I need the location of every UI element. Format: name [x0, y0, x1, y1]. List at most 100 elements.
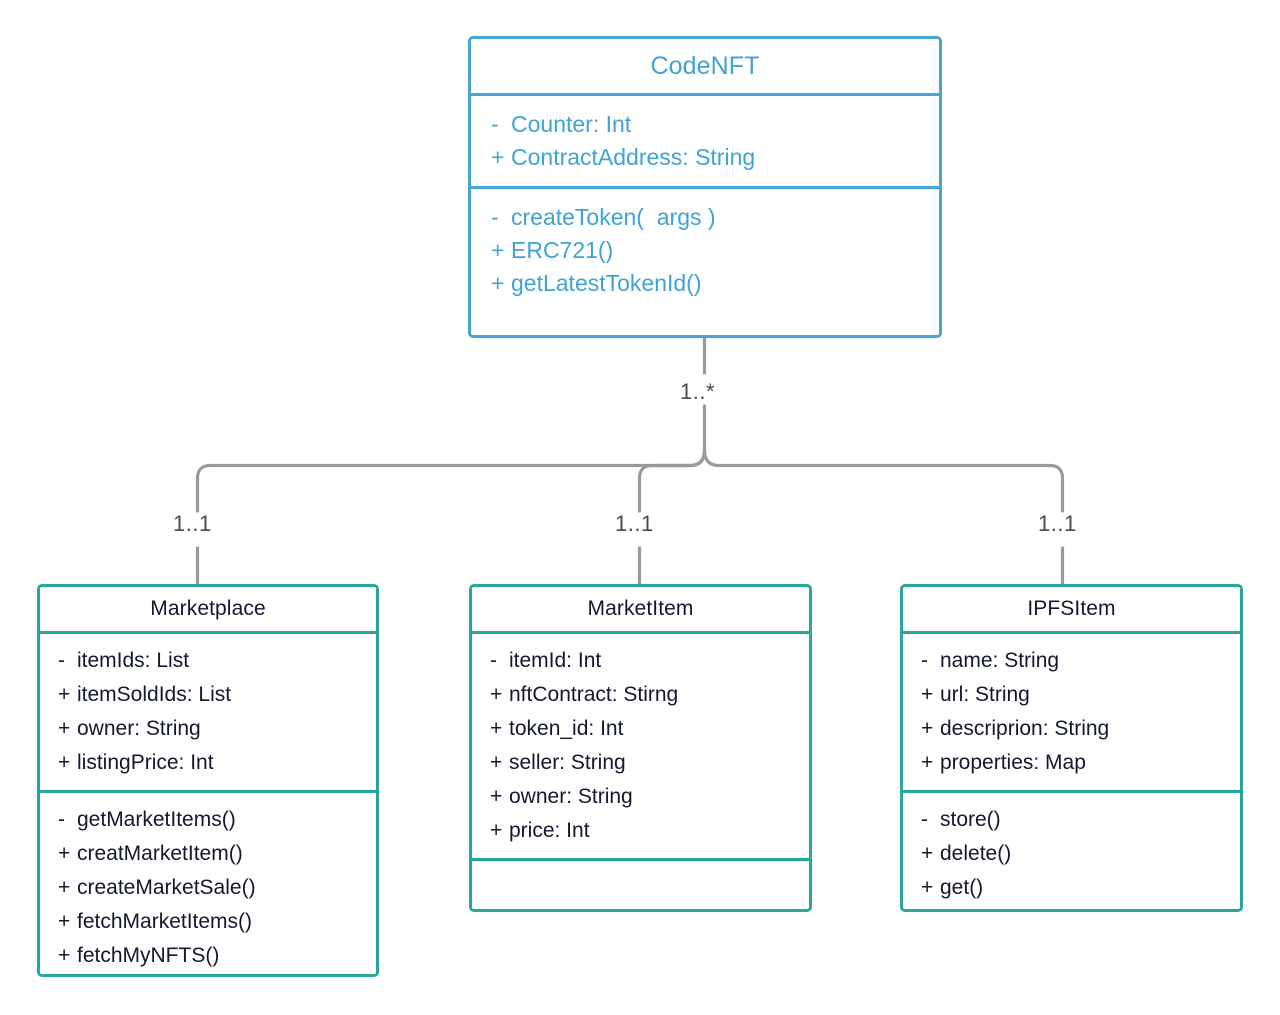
member-signature: delete(): [940, 842, 1012, 865]
class-member: + listingPrice: Int: [40, 746, 376, 780]
visibility-marker: +: [491, 270, 505, 296]
class-member: - store(): [903, 803, 1240, 837]
class-member: + descriprion: String: [903, 712, 1240, 746]
class-methods-ipfsitem: - store() + delete() + get(): [903, 793, 1240, 909]
class-member: + fetchMyNFTS(): [40, 939, 376, 973]
member-signature: nftContract: Stirng: [509, 683, 679, 706]
multiplicity-marketitem: 1..1: [615, 511, 654, 536]
member-signature: get(): [940, 876, 984, 899]
class-member: + properties: Map: [903, 746, 1240, 780]
visibility-marker: +: [58, 842, 71, 865]
visibility-marker: -: [491, 111, 499, 137]
class-methods-marketitem: [472, 861, 809, 909]
member-signature: properties: Map: [940, 751, 1086, 774]
visibility-marker: +: [921, 842, 934, 865]
member-signature: itemId: Int: [509, 649, 602, 672]
class-member: + seller: String: [472, 746, 809, 780]
member-signature: getMarketItems(): [77, 808, 236, 831]
class-member: - createToken( args ): [471, 201, 939, 234]
class-member: + fetchMarketItems(): [40, 905, 376, 939]
member-signature: token_id: Int: [509, 717, 624, 740]
member-signature: ERC721(): [511, 237, 614, 263]
member-signature: descriprion: String: [940, 717, 1110, 740]
class-member: + get(): [903, 871, 1240, 905]
visibility-marker: +: [491, 144, 505, 170]
class-attributes-ipfsitem: - name: String + url: String + descripri…: [903, 634, 1240, 793]
multiplicity-ipfsitem: 1..1: [1038, 511, 1077, 536]
visibility-marker: +: [490, 683, 503, 706]
member-signature: price: Int: [509, 819, 590, 842]
class-member: + ContractAddress: String: [471, 141, 939, 174]
class-member: - Counter: Int: [471, 108, 939, 141]
visibility-marker: +: [58, 910, 71, 933]
class-member: + creatMarketItem(): [40, 837, 376, 871]
class-member: + owner: String: [472, 780, 809, 814]
visibility-marker: +: [58, 683, 71, 706]
class-title-codenft: CodeNFT: [471, 39, 939, 96]
member-signature: createMarketSale(): [77, 876, 256, 899]
member-signature: createToken( args ): [511, 204, 716, 230]
class-attributes-marketplace: - itemIds: List + itemSoldIds: List + ow…: [40, 634, 376, 793]
class-member: + getLatestTokenId(): [471, 267, 939, 300]
class-member: - name: String: [903, 644, 1240, 678]
visibility-marker: +: [921, 717, 934, 740]
class-box-ipfsitem[interactable]: IPFSItem - name: String + url: String + …: [900, 584, 1243, 912]
connector-branch-right: [702, 448, 1065, 513]
class-member: + itemSoldIds: List: [40, 678, 376, 712]
multiplicity-marketplace: 1..1: [173, 511, 212, 536]
connector-branch-left: [195, 448, 707, 513]
class-member: + price: Int: [472, 814, 809, 848]
member-signature: creatMarketItem(): [77, 842, 243, 865]
member-signature: name: String: [940, 649, 1060, 672]
visibility-marker: +: [921, 683, 934, 706]
visibility-marker: -: [58, 808, 65, 831]
class-member: - itemIds: List: [40, 644, 376, 678]
member-signature: Counter: Int: [511, 111, 632, 137]
class-box-marketitem[interactable]: MarketItem - itemId: Int + nftContract: …: [469, 584, 812, 912]
class-methods-codenft: - createToken( args ) + ERC721() + getLa…: [471, 189, 939, 335]
visibility-marker: +: [490, 717, 503, 740]
class-member: + nftContract: Stirng: [472, 678, 809, 712]
multiplicity-root: 1..*: [680, 379, 716, 404]
visibility-marker: +: [490, 751, 503, 774]
visibility-marker: -: [58, 649, 65, 672]
class-methods-marketplace: - getMarketItems() + creatMarketItem() +…: [40, 793, 376, 974]
visibility-marker: +: [921, 751, 934, 774]
member-signature: owner: String: [509, 785, 633, 808]
class-box-codenft[interactable]: CodeNFT - Counter: Int + ContractAddress…: [468, 36, 942, 338]
visibility-marker: +: [490, 785, 503, 808]
member-signature: itemSoldIds: List: [77, 683, 232, 706]
visibility-marker: +: [58, 717, 71, 740]
visibility-marker: +: [491, 237, 505, 263]
member-signature: url: String: [940, 683, 1030, 706]
member-signature: fetchMyNFTS(): [77, 944, 220, 967]
visibility-marker: -: [921, 808, 928, 831]
visibility-marker: +: [58, 876, 71, 899]
member-signature: store(): [940, 808, 1001, 831]
class-member: + token_id: Int: [472, 712, 809, 746]
class-title-marketitem: MarketItem: [472, 587, 809, 634]
member-signature: listingPrice: Int: [77, 751, 214, 774]
class-attributes-marketitem: - itemId: Int + nftContract: Stirng + to…: [472, 634, 809, 861]
visibility-marker: +: [921, 876, 934, 899]
visibility-marker: -: [491, 204, 499, 230]
class-member: + ERC721(): [471, 234, 939, 267]
member-signature: seller: String: [509, 751, 626, 774]
class-member: + createMarketSale(): [40, 871, 376, 905]
member-signature: itemIds: List: [77, 649, 190, 672]
member-signature: fetchMarketItems(): [77, 910, 253, 933]
class-title-ipfsitem: IPFSItem: [903, 587, 1240, 634]
class-box-marketplace[interactable]: Marketplace - itemIds: List + itemSoldId…: [37, 584, 379, 977]
member-signature: ContractAddress: String: [511, 144, 756, 170]
visibility-marker: +: [58, 751, 71, 774]
class-member: + delete(): [903, 837, 1240, 871]
class-title-marketplace: Marketplace: [40, 587, 376, 634]
class-attributes-codenft: - Counter: Int + ContractAddress: String: [471, 96, 939, 189]
connector-branch-center: [637, 448, 707, 513]
visibility-marker: +: [490, 819, 503, 842]
visibility-marker: -: [921, 649, 928, 672]
class-member: - itemId: Int: [472, 644, 809, 678]
visibility-marker: -: [490, 649, 497, 672]
member-signature: getLatestTokenId(): [511, 270, 702, 296]
